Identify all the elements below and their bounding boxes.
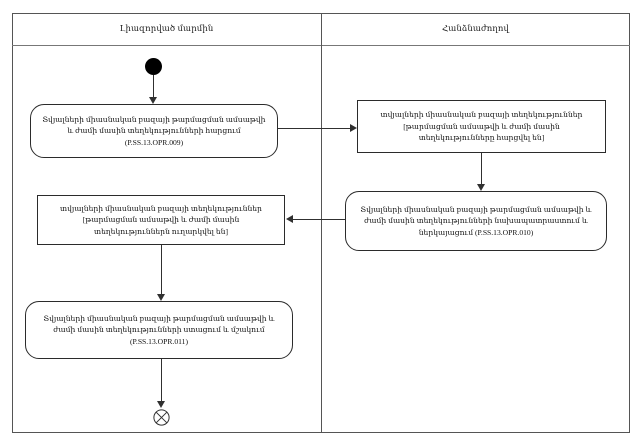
edge-object-requested-to-action-010-arrowhead bbox=[477, 184, 485, 191]
edge-object-sent-to-action-011-line bbox=[161, 245, 162, 296]
action-node-opr-009[interactable]: Տվյալների միասնական բազայի թարմացման ամս… bbox=[30, 104, 278, 158]
edge-action-011-to-final-arrowhead bbox=[157, 401, 165, 408]
edge-action-010-to-object-sent-arrowhead bbox=[286, 215, 293, 223]
action-node-opr-009-label: Տվյալների միասնական բազայի թարմացման ամս… bbox=[42, 114, 266, 147]
object-node-info-requested-label: տվյալների միասնական բազայի տեղեկությունն… bbox=[380, 110, 583, 143]
flow-final-node bbox=[153, 409, 170, 426]
swimlane-title-authorized-body: Լիազորված մարմին bbox=[119, 23, 214, 33]
swimlane-vertical-divider bbox=[321, 13, 322, 433]
edge-initial-to-action-009-arrowhead bbox=[149, 97, 157, 104]
action-node-opr-011-label: Տվյալների միասնական բազայի թարմացման ամս… bbox=[43, 313, 275, 346]
action-node-opr-010[interactable]: Տվյալների միասնական բազայի թարմացման ամս… bbox=[345, 191, 607, 251]
action-node-opr-010-label: Տվյալների միասնական բազայի թարմացման ամս… bbox=[360, 204, 592, 237]
edge-object-sent-to-action-011-arrowhead bbox=[157, 294, 165, 301]
edge-action-010-to-object-sent-line bbox=[292, 219, 345, 220]
edge-action-009-to-object-requested-line bbox=[278, 128, 352, 129]
edge-action-011-to-final-line bbox=[161, 359, 162, 405]
edge-initial-to-action-009-line bbox=[153, 75, 154, 99]
object-node-info-requested[interactable]: տվյալների միասնական բազայի տեղեկությունն… bbox=[357, 100, 606, 153]
object-node-info-sent[interactable]: տվյալների միասնական բազայի տեղեկությունն… bbox=[37, 195, 285, 245]
action-node-opr-011[interactable]: Տվյալների միասնական բազայի թարմացման ամս… bbox=[25, 301, 293, 359]
object-node-info-sent-label: տվյալների միասնական բազայի տեղեկությունն… bbox=[60, 203, 262, 236]
initial-node bbox=[145, 58, 162, 75]
edge-object-requested-to-action-010-line bbox=[481, 153, 482, 186]
flow-final-icon bbox=[153, 409, 170, 426]
swimlane-title-commission: Հանձնաժողով bbox=[442, 23, 509, 33]
edge-action-009-to-object-requested-arrowhead bbox=[350, 124, 357, 132]
